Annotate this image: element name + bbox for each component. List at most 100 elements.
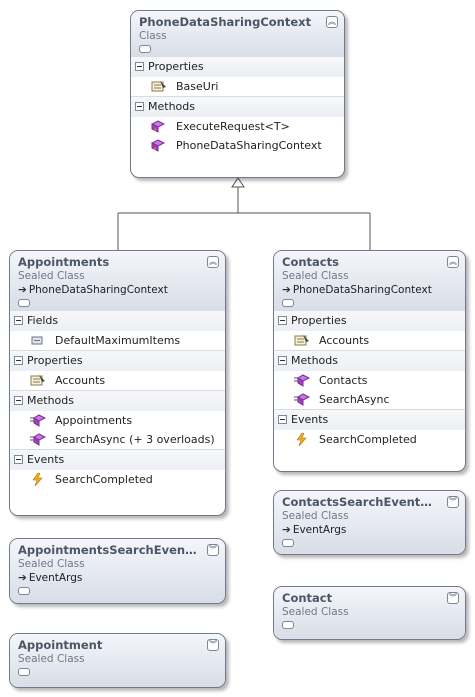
class-name: Appointment (18, 638, 103, 652)
method-icon (294, 393, 310, 406)
section-label: Properties (27, 354, 83, 367)
section-label: Methods (148, 100, 195, 113)
section-events[interactable]: Events (274, 409, 465, 430)
minus-box-icon[interactable] (14, 396, 23, 405)
field-icon (31, 336, 43, 345)
pill-icon (282, 539, 294, 547)
pill-icon (282, 299, 294, 307)
base-class: ➔EventArgs (282, 524, 457, 536)
double-chevron-down-icon[interactable]: ︾ (447, 496, 459, 508)
member-label: SearchAsync (+ 3 overloads) (55, 433, 215, 446)
pill-icon (139, 45, 151, 53)
section-label: Events (291, 413, 329, 426)
member-method[interactable]: SearchAsync (274, 390, 465, 409)
class-name: PhoneDataSharingContext (139, 15, 312, 29)
class-appointment[interactable]: Appointment Sealed Class ︾ (9, 633, 226, 688)
member-label: PhoneDataSharingContext (176, 139, 322, 152)
class-kind: Sealed Class (18, 558, 85, 570)
member-method[interactable]: ExecuteRequest<T> (131, 117, 344, 136)
member-method[interactable]: Appointments (10, 411, 225, 430)
class-kind: Sealed Class (18, 270, 85, 282)
class-kind: Sealed Class (282, 606, 349, 618)
member-field[interactable]: DefaultMaximumItems (10, 331, 225, 350)
base-class-name: EventArgs (28, 572, 83, 584)
class-appointments[interactable]: Appointments Sealed Class ➔PhoneDataShar… (9, 250, 226, 516)
class-kind: Sealed Class (282, 510, 349, 522)
base-class-name: PhoneDataSharingContext (28, 284, 168, 296)
member-property[interactable]: Accounts (274, 331, 465, 350)
double-chevron-up-icon[interactable]: ︽ (326, 16, 338, 28)
member-event[interactable]: SearchCompleted (274, 430, 465, 449)
minus-box-icon[interactable] (278, 316, 287, 325)
member-event[interactable]: SearchCompleted (10, 470, 225, 489)
method-icon (30, 414, 46, 427)
section-methods[interactable]: Methods (131, 96, 344, 117)
section-properties[interactable]: Properties (131, 57, 344, 77)
section-label: Properties (291, 314, 347, 327)
inheritance-arrowhead (231, 177, 245, 188)
inherits-arrow-icon: ➔ (282, 284, 291, 296)
base-class: ➔PhoneDataSharingContext (282, 284, 457, 296)
class-name: AppointmentsSearchEventA... (18, 543, 213, 557)
section-label: Properties (148, 60, 204, 73)
pill-icon (18, 587, 30, 595)
base-class-name: PhoneDataSharingContext (292, 284, 432, 296)
method-icon (151, 120, 166, 133)
minus-box-icon[interactable] (14, 455, 23, 464)
double-chevron-down-icon[interactable]: ︾ (447, 592, 459, 604)
minus-box-icon[interactable] (135, 102, 144, 111)
inherits-arrow-icon: ➔ (18, 572, 27, 584)
section-methods[interactable]: Methods (10, 390, 225, 411)
member-label: BaseUri (176, 80, 219, 93)
class-header: Appointment Sealed Class ︾ (10, 634, 225, 687)
class-header: Contacts Sealed Class ➔PhoneDataSharingC… (274, 251, 465, 311)
pill-icon (18, 299, 30, 307)
method-icon (30, 433, 46, 446)
property-icon (30, 375, 45, 386)
minus-box-icon[interactable] (135, 62, 144, 71)
member-property[interactable]: Accounts (10, 371, 225, 390)
base-class-name: EventArgs (292, 524, 347, 536)
class-kind: Sealed Class (282, 270, 349, 282)
inherits-arrow-icon: ➔ (282, 524, 291, 536)
member-method[interactable]: PhoneDataSharingContext (131, 136, 344, 155)
section-fields[interactable]: Fields (10, 311, 225, 331)
minus-box-icon[interactable] (14, 356, 23, 365)
inherits-arrow-icon: ➔ (18, 284, 27, 296)
section-methods[interactable]: Methods (274, 350, 465, 371)
section-label: Events (27, 453, 65, 466)
member-property[interactable]: BaseUri (131, 77, 344, 96)
section-properties[interactable]: Properties (274, 311, 465, 331)
section-properties[interactable]: Properties (10, 350, 225, 371)
member-label: SearchCompleted (55, 473, 153, 486)
section-events[interactable]: Events (10, 449, 225, 470)
method-icon (151, 139, 166, 152)
double-chevron-down-icon[interactable]: ︾ (207, 639, 219, 651)
minus-box-icon[interactable] (278, 356, 287, 365)
base-class: ➔PhoneDataSharingContext (18, 284, 217, 296)
class-header: ContactsSearchEventArgs Sealed Class ➔Ev… (274, 491, 465, 554)
class-contacts[interactable]: Contacts Sealed Class ➔PhoneDataSharingC… (273, 250, 466, 472)
class-appointments-search-event-args[interactable]: AppointmentsSearchEventA... Sealed Class… (9, 538, 226, 604)
double-chevron-down-icon[interactable]: ︾ (207, 544, 219, 556)
class-header: AppointmentsSearchEventA... Sealed Class… (10, 539, 225, 603)
member-method[interactable]: Contacts (274, 371, 465, 390)
member-label: Accounts (55, 374, 106, 387)
double-chevron-up-icon[interactable]: ︽ (207, 256, 219, 268)
property-icon (294, 335, 309, 346)
class-contact[interactable]: Contact Sealed Class ︾ (273, 586, 466, 640)
class-header: Contact Sealed Class ︾ (274, 587, 465, 639)
class-name: ContactsSearchEventArgs (282, 495, 450, 509)
minus-box-icon[interactable] (278, 415, 287, 424)
class-name: Appointments (18, 255, 110, 269)
event-icon (32, 473, 43, 486)
base-class: ➔EventArgs (18, 572, 217, 584)
double-chevron-up-icon[interactable]: ︽ (447, 256, 459, 268)
member-method[interactable]: SearchAsync (+ 3 overloads) (10, 430, 225, 449)
class-contacts-search-event-args[interactable]: ContactsSearchEventArgs Sealed Class ➔Ev… (273, 490, 466, 555)
member-label: ExecuteRequest<T> (176, 120, 290, 133)
class-phone-data-sharing-context[interactable]: PhoneDataSharingContext Class ︽ Properti… (130, 10, 345, 178)
property-icon (151, 81, 166, 92)
minus-box-icon[interactable] (14, 316, 23, 325)
